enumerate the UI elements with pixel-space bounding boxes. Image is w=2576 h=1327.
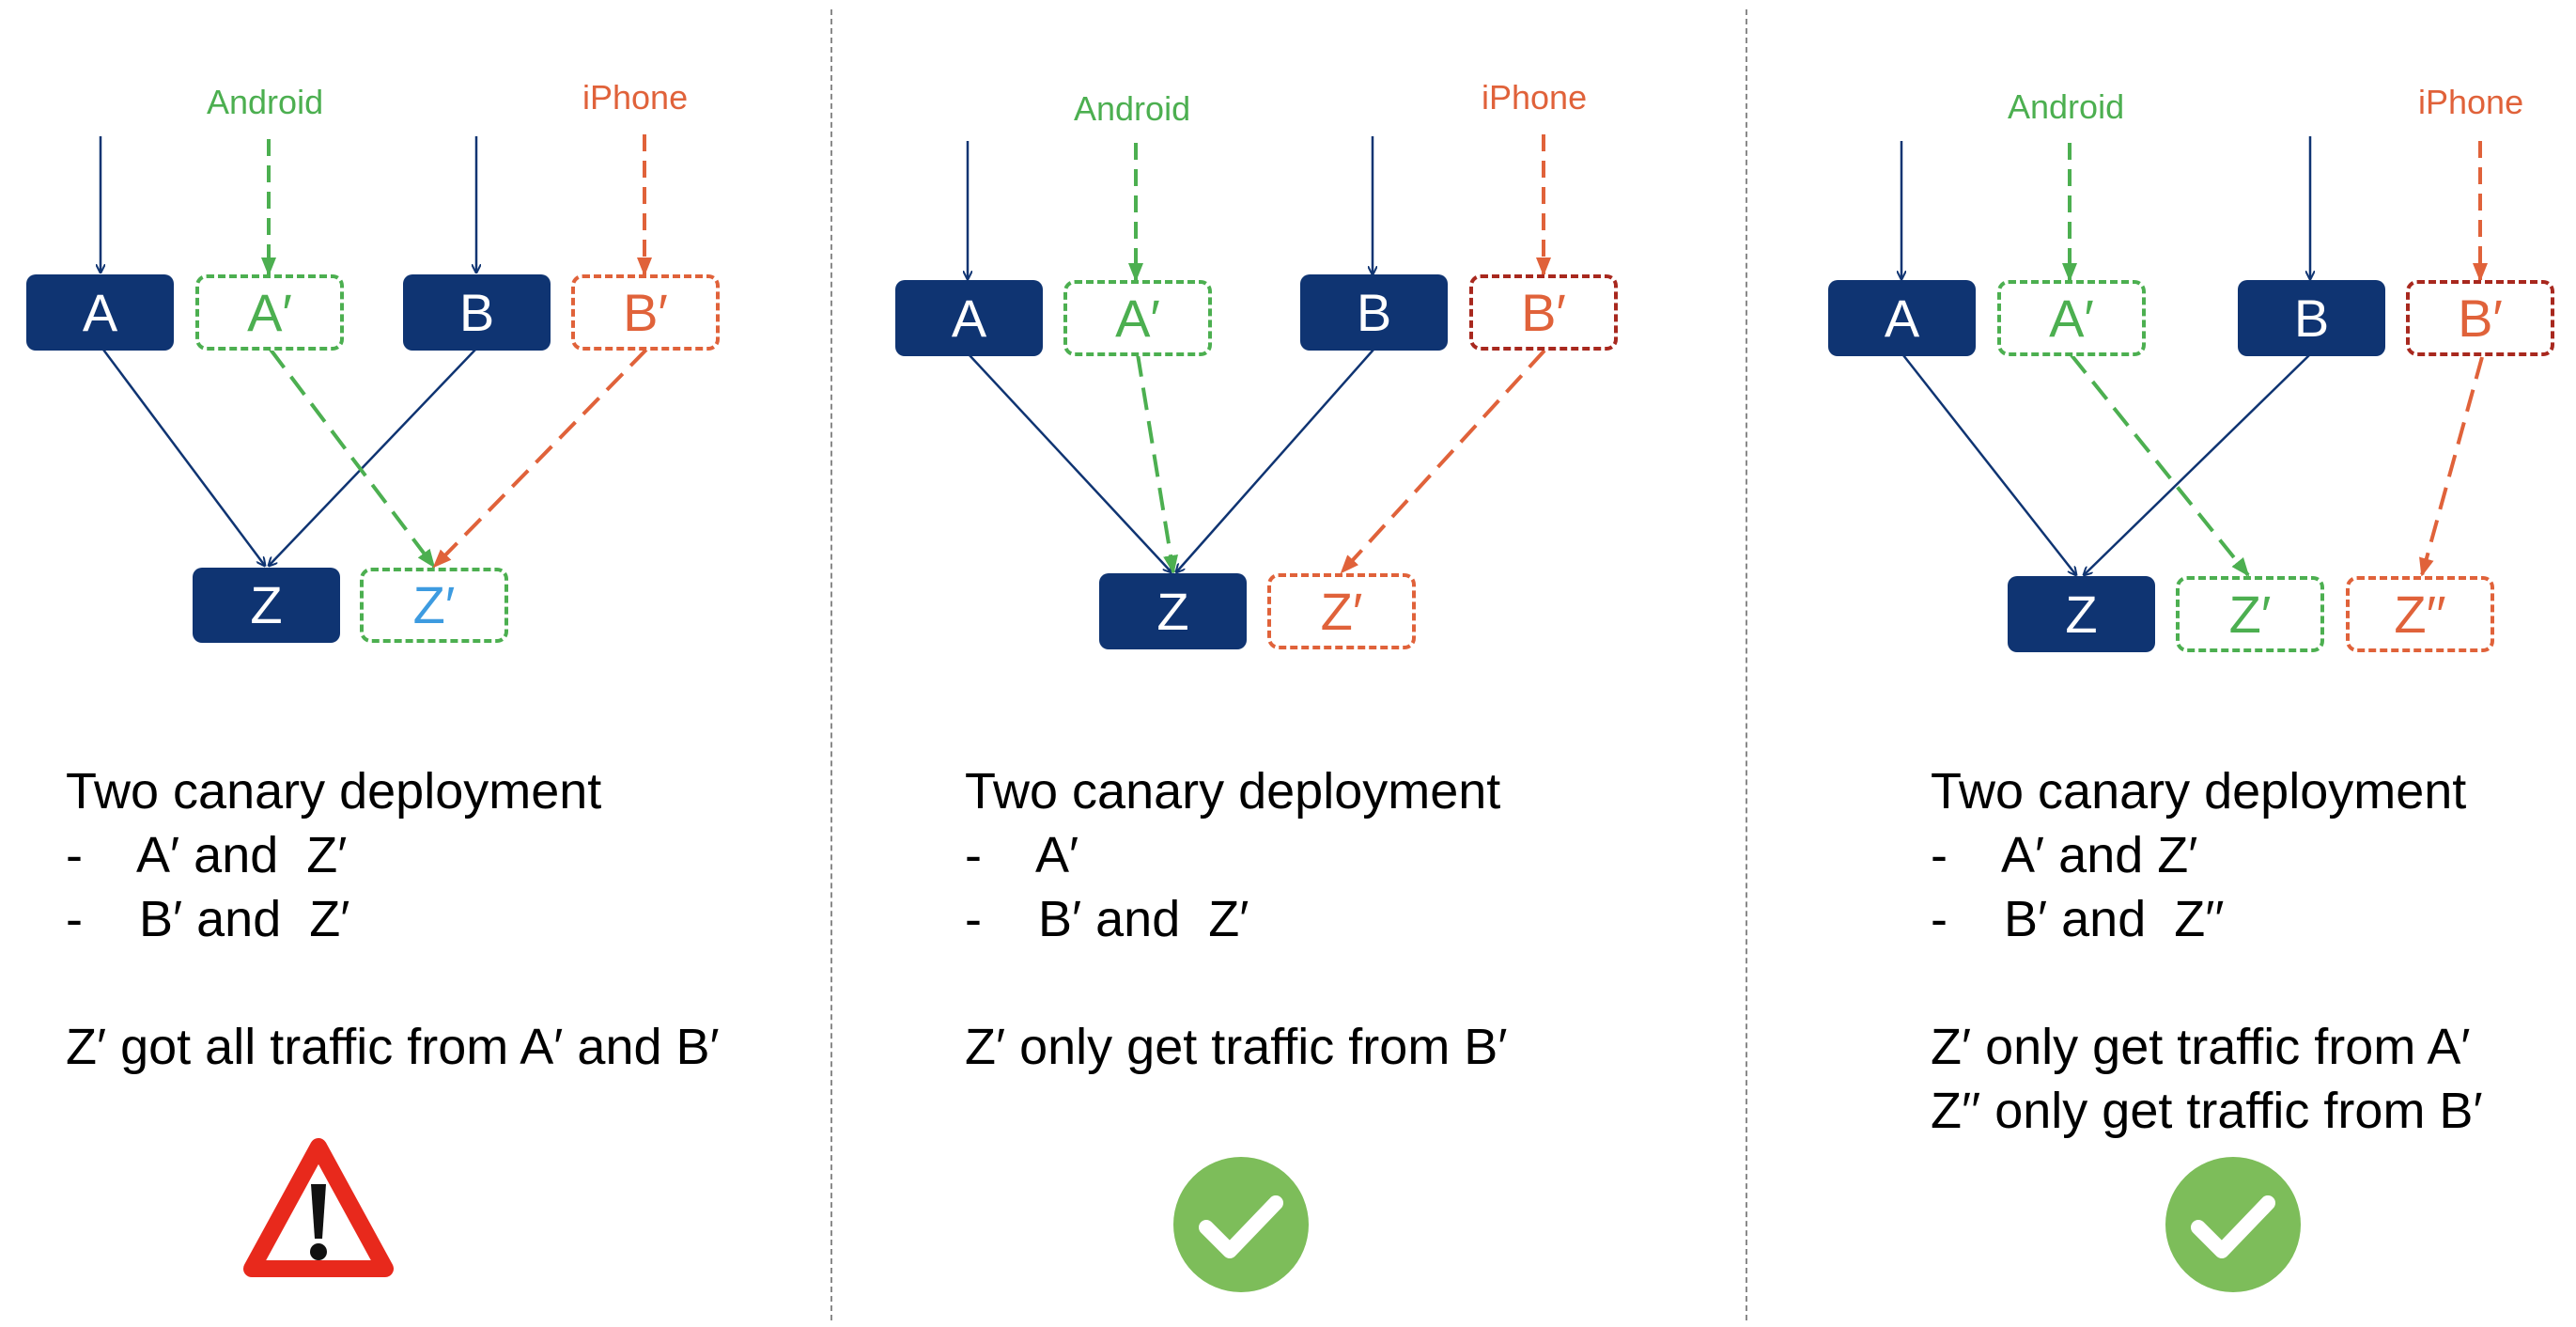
arrow-b-canary-to-z-canary-2 — [2419, 356, 2484, 577]
arrow-a-canary-to-z-canary — [269, 348, 436, 569]
arrow-b-to-z — [269, 349, 476, 566]
node-z: Z — [1099, 573, 1247, 649]
arrow-a-to-z — [101, 349, 265, 566]
node-z-canary-2: Z′′ — [2346, 576, 2494, 652]
panel-divider — [830, 9, 832, 1320]
arrow-a-to-z — [969, 354, 1172, 572]
note-line: Z′ only get traffic from B′ — [965, 1019, 1508, 1075]
iphone-label: iPhone — [2418, 83, 2524, 121]
node-b: B — [1300, 274, 1448, 351]
node-a: A — [1828, 280, 1976, 356]
caption-line: Two canary deployment — [66, 763, 602, 820]
note: Z′ got all traffic from A′ and B′ — [66, 1015, 720, 1079]
iphone-label: iPhone — [1482, 78, 1588, 117]
caption: Two canary deployment - A′ and Z′ - B′ a… — [66, 759, 601, 951]
node-a-canary: A′ — [1063, 280, 1212, 356]
node-b: B — [2238, 280, 2385, 356]
caption: Two canary deployment - A′ and Z′ - B′ a… — [1931, 759, 2466, 951]
warning-triangle-icon — [243, 1138, 394, 1277]
caption-line: Two canary deployment — [965, 763, 1501, 820]
node-z-canary: Z′ — [1267, 573, 1416, 649]
arrow-b-to-z — [2084, 354, 2310, 575]
node-z-canary: Z′ — [2176, 576, 2324, 652]
check-circle-icon — [1173, 1157, 1309, 1292]
node-a-canary: A′ — [195, 274, 344, 351]
iphone-label: iPhone — [582, 78, 689, 117]
android-label: Android — [207, 83, 324, 121]
arrow-a-canary-to-z — [1136, 353, 1178, 574]
arrow-a-canary-to-z-canary — [2070, 353, 2250, 577]
caption-line: - B′ and Z′ — [965, 891, 1249, 947]
panel-2-arrows — [968, 134, 1551, 574]
node-b-canary: B′ — [1469, 274, 1618, 351]
caption-line: - A′ and Z′ — [66, 827, 348, 883]
note: Z′ only get traffic from A′ Z′′ only get… — [1931, 1015, 2483, 1143]
note-line: Z′ got all traffic from A′ and B′ — [66, 1019, 720, 1075]
node-a-canary: A′ — [1997, 280, 2146, 356]
panel-3-arrows — [1901, 136, 2488, 577]
arrow-b-canary-to-z-canary — [432, 348, 648, 569]
note: Z′ only get traffic from B′ — [965, 1015, 1507, 1079]
node-z: Z — [2008, 576, 2155, 652]
panel-divider — [1746, 9, 1747, 1320]
node-z: Z — [193, 568, 340, 643]
note-line: Z′′ only get traffic from B′ — [1931, 1083, 2483, 1139]
android-label: Android — [1074, 89, 1191, 128]
node-a: A — [895, 280, 1043, 356]
node-a: A — [26, 274, 174, 351]
note-line: Z′ only get traffic from A′ — [1931, 1019, 2471, 1075]
node-b-canary: B′ — [2406, 280, 2554, 356]
node-z-canary: Z′ — [360, 568, 508, 643]
arrow-a-to-z — [1902, 354, 2076, 575]
android-label: Android — [2008, 87, 2125, 126]
arrow-b-canary-to-z-canary — [1340, 349, 1546, 574]
node-b: B — [403, 274, 551, 351]
caption: Two canary deployment - A′ - B′ and Z′ — [965, 759, 1500, 951]
node-b-canary: B′ — [571, 274, 720, 351]
check-circle-icon — [2165, 1157, 2301, 1292]
panel-1-arrows — [101, 134, 652, 569]
caption-line: - B′ and Z′ — [66, 891, 350, 947]
caption-line: - B′ and Z′′ — [1931, 891, 2225, 947]
caption-line: - A′ — [965, 827, 1079, 883]
caption-line: Two canary deployment — [1931, 763, 2467, 820]
arrow-b-to-z — [1176, 349, 1374, 572]
caption-line: - A′ and Z′ — [1931, 827, 2198, 883]
